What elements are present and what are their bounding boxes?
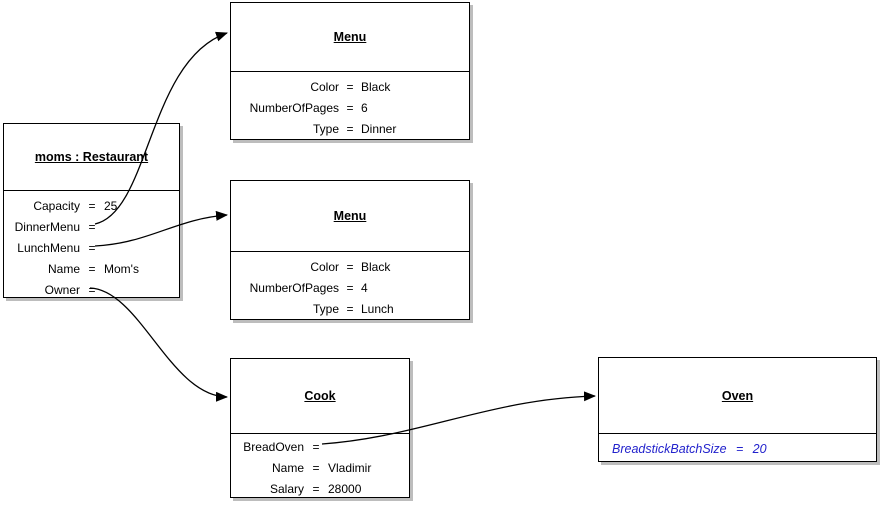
attribute-row: Capacity = 25 <box>4 195 179 216</box>
attribute-row: Color = Black <box>231 256 469 277</box>
link-dinnermenu-to-menu[interactable] <box>94 31 228 225</box>
attribute-name: Name <box>47 261 80 276</box>
attribute-name: NumberOfPages <box>249 280 339 295</box>
attribute-name: Type <box>312 121 339 136</box>
attributes-section: BreadOven = Name = Vladimir Salary = 280… <box>231 433 409 499</box>
attribute-row: Owner = <box>4 279 179 300</box>
equals-sign: = <box>312 439 320 454</box>
equals-sign: = <box>88 198 96 213</box>
attribute-value: Black <box>361 259 391 274</box>
attribute-row: Salary = 28000 <box>231 478 409 499</box>
attribute-value: 6 <box>361 100 368 115</box>
object-box-oven[interactable]: Oven BreadstickBatchSize = 20 <box>598 357 877 462</box>
attribute-row: Type = Dinner <box>231 118 469 139</box>
attribute-row: LunchMenu = <box>4 237 179 258</box>
link-owner-to-cook[interactable] <box>89 287 228 402</box>
object-box-menu-dinner[interactable]: Menu Color = Black NumberOfPages = 6 Typ… <box>230 2 470 140</box>
object-title: Menu <box>333 30 367 44</box>
attribute-value: 4 <box>361 280 368 295</box>
attribute-name: LunchMenu <box>17 240 80 255</box>
equals-sign: = <box>346 121 354 136</box>
equals-sign: = <box>88 282 96 297</box>
object-box-moms-restaurant[interactable]: moms : Restaurant Capacity = 25 DinnerMe… <box>3 123 180 298</box>
equals-sign: = <box>346 301 354 316</box>
attribute-row: Name = Mom's <box>4 258 179 279</box>
attribute-row: Type = Lunch <box>231 298 469 319</box>
attribute-row: Name = Vladimir <box>231 457 409 478</box>
attribute-name: Type <box>312 301 339 316</box>
equals-sign: = <box>312 481 320 496</box>
object-title: Menu <box>333 209 367 223</box>
object-box-cook[interactable]: Cook BreadOven = Name = Vladimir Salary … <box>230 358 410 498</box>
attribute-name: Color <box>310 259 339 274</box>
equals-sign: = <box>735 441 744 456</box>
attribute-name: DinnerMenu <box>14 219 80 234</box>
attribute-value: 25 <box>104 198 118 213</box>
attribute-name: BreadstickBatchSize <box>612 441 727 456</box>
equals-sign: = <box>88 261 96 276</box>
object-title: Oven <box>721 388 754 403</box>
attribute-value: Lunch <box>361 301 394 316</box>
attribute-name: BreadOven <box>243 439 304 454</box>
equals-sign: = <box>346 259 354 274</box>
attribute-name: Owner <box>44 282 80 297</box>
attribute-value: 20 <box>752 441 767 456</box>
attribute-name: NumberOfPages <box>249 100 339 115</box>
equals-sign: = <box>312 460 320 475</box>
attribute-name: Color <box>310 79 339 94</box>
equals-sign: = <box>346 280 354 295</box>
equals-sign: = <box>346 79 354 94</box>
attribute-row: BreadstickBatchSize = 20 <box>599 438 876 459</box>
attribute-value: Vladimir <box>328 460 372 475</box>
attribute-value: 28000 <box>328 481 362 496</box>
attributes-section: Capacity = 25 DinnerMenu = LunchMenu = N… <box>4 190 179 300</box>
object-title: moms : Restaurant <box>34 150 149 164</box>
attribute-row: NumberOfPages = 4 <box>231 277 469 298</box>
object-box-menu-lunch[interactable]: Menu Color = Black NumberOfPages = 4 Typ… <box>230 180 470 320</box>
attributes-section: Color = Black NumberOfPages = 6 Type = D… <box>231 71 469 139</box>
equals-sign: = <box>88 240 96 255</box>
attribute-name: Salary <box>269 481 304 496</box>
attribute-row: DinnerMenu = <box>4 216 179 237</box>
attribute-value: Black <box>361 79 391 94</box>
object-title: Cook <box>304 389 336 403</box>
attribute-name: Name <box>271 460 304 475</box>
attribute-row: BreadOven = <box>231 436 409 457</box>
attribute-value: Mom's <box>104 261 139 276</box>
attribute-value: Dinner <box>361 121 397 136</box>
attribute-name: Capacity <box>33 198 80 213</box>
equals-sign: = <box>88 219 96 234</box>
attributes-section: Color = Black NumberOfPages = 4 Type = L… <box>231 251 469 319</box>
attributes-section: BreadstickBatchSize = 20 <box>599 433 876 459</box>
link-breadoven-to-oven[interactable] <box>321 391 596 445</box>
link-lunchmenu-to-menu[interactable] <box>94 210 228 247</box>
attribute-row: NumberOfPages = 6 <box>231 97 469 118</box>
equals-sign: = <box>346 100 354 115</box>
attribute-row: Color = Black <box>231 76 469 97</box>
